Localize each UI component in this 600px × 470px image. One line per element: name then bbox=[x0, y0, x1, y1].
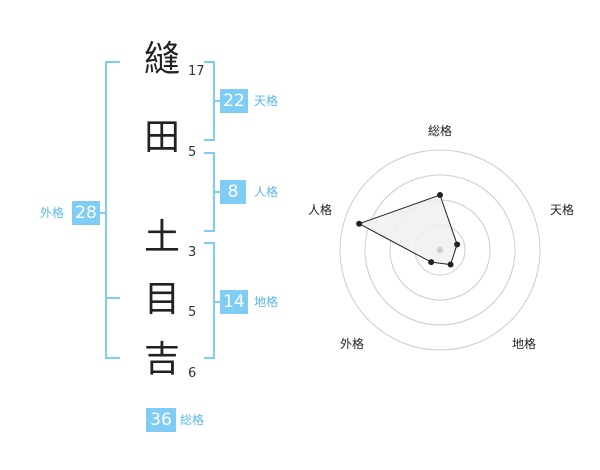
gaikaku-label: 外格 bbox=[40, 206, 65, 220]
radar-axis-label-jinkaku: 人格 bbox=[307, 203, 332, 217]
name-char-1: 縫 bbox=[143, 39, 180, 80]
radar-point-0 bbox=[437, 192, 443, 198]
radar-grid-ring bbox=[364, 174, 516, 326]
radar-axis-label-soukaku: 総格 bbox=[427, 124, 452, 138]
radar-axis-label-chikaku: 地格 bbox=[511, 337, 536, 351]
tenkaku-value: 22 bbox=[220, 89, 248, 113]
name-char-3: 土 bbox=[143, 217, 180, 258]
soukaku-value: 36 bbox=[146, 408, 176, 432]
radar-axis-label-tenkaku: 天格 bbox=[549, 203, 574, 217]
gaikaku-bracket bbox=[105, 61, 120, 359]
chikaku-value: 14 bbox=[220, 290, 248, 314]
soukaku-label: 総格 bbox=[180, 413, 205, 427]
tenkaku-label: 天格 bbox=[254, 94, 279, 108]
radar-point-3 bbox=[428, 259, 435, 266]
radar-point-4 bbox=[356, 220, 363, 227]
radar-axis-label-gaikaku: 外格 bbox=[339, 337, 364, 351]
stroke-count-1: 17 bbox=[188, 64, 205, 79]
jinkaku-label: 人格 bbox=[254, 185, 279, 199]
name-char-5: 吉 bbox=[143, 339, 180, 380]
stroke-count-5: 6 bbox=[188, 366, 197, 381]
chikaku-bracket bbox=[204, 242, 215, 359]
jinkaku-value: 8 bbox=[220, 180, 246, 204]
radar-point-2 bbox=[447, 261, 454, 268]
radar-grid-ring bbox=[339, 149, 541, 351]
name-char-2: 田 bbox=[143, 117, 180, 158]
gaikaku-value: 28 bbox=[72, 201, 100, 225]
stroke-count-4: 5 bbox=[188, 305, 197, 320]
stroke-count-3: 3 bbox=[188, 245, 197, 260]
radar-point-1 bbox=[454, 241, 461, 248]
radar-center-dot bbox=[437, 247, 443, 253]
chikaku-label: 地格 bbox=[254, 295, 279, 309]
radar-series-area bbox=[357, 194, 458, 266]
name-char-4: 目 bbox=[143, 279, 180, 320]
stroke-count-2: 5 bbox=[188, 145, 197, 160]
